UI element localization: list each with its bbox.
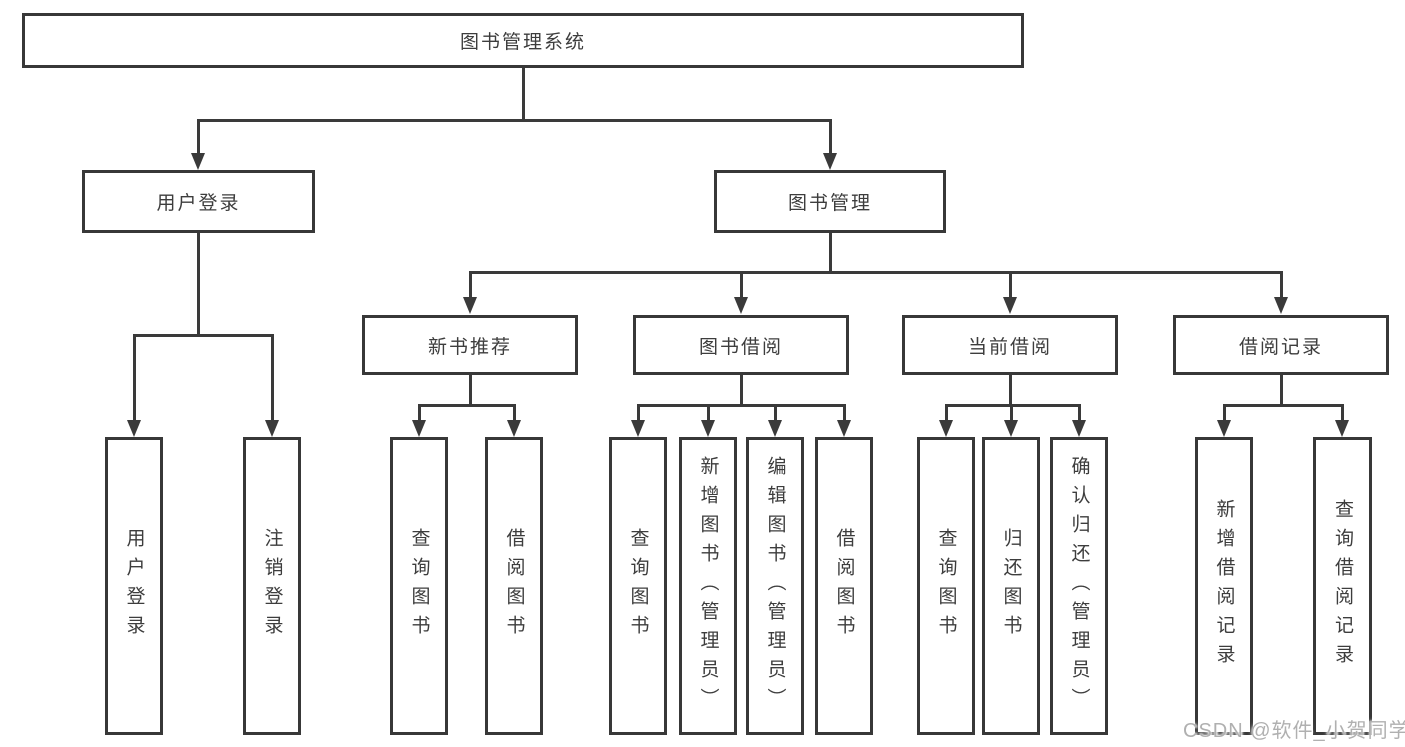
connector-leaf-stem <box>1009 405 1013 422</box>
arrow-to-leaf-add-book <box>701 420 715 437</box>
connector-leaf-stem <box>512 405 516 422</box>
leaf-newbook-borrow-books: 借阅图书 <box>485 437 543 735</box>
arrow-to-leaf-query-books-1 <box>412 420 426 437</box>
connector-leaf-stem <box>132 335 136 422</box>
connector-bookborrow-bar <box>636 403 846 407</box>
connector-leaf-stem <box>417 405 421 422</box>
leaf-newbook-borrow-books-label: 借阅图书 <box>503 528 525 644</box>
leaf-logout: 注销登录 <box>243 437 301 735</box>
connector-userlogin-stem <box>196 120 200 155</box>
connector-level3-bar <box>468 270 1283 274</box>
arrow-to-leaf-borrow-books-2 <box>837 420 851 437</box>
node-new-book-recommend-label: 新书推荐 <box>427 336 512 358</box>
node-user-login-label: 用户登录 <box>156 193 241 214</box>
leaf-newbook-query-books: 查询图书 <box>390 437 448 735</box>
connector-level3-stem <box>1008 272 1012 299</box>
connector-bookmgmt-stem <box>828 120 832 155</box>
connector-level3-stem <box>468 272 472 299</box>
arrow-to-current-borrow <box>1003 297 1017 314</box>
connector-root-bar <box>196 118 832 122</box>
connector-bookmgmt-feeder <box>828 233 832 273</box>
leaf-borrow-query-books: 查询图书 <box>609 437 667 735</box>
leaf-current-query-books: 查询图书 <box>917 437 975 735</box>
leaf-return-books-label: 归还图书 <box>1000 528 1022 644</box>
node-root-system: 图书管理系统 <box>22 13 1024 68</box>
connector-leaf-stem <box>842 405 846 422</box>
connector-level3-stem <box>1279 272 1283 299</box>
connector-leaf-stem <box>1340 405 1344 422</box>
arrow-to-book-borrow <box>734 297 748 314</box>
leaf-query-borrow-record-label: 查询借阅记录 <box>1332 499 1353 673</box>
node-new-book-recommend: 新书推荐 <box>362 315 578 375</box>
leaf-borrow-borrow-books: 借阅图书 <box>815 437 873 735</box>
connector-leaf-stem <box>1222 405 1226 422</box>
node-current-borrow-label: 当前借阅 <box>967 336 1052 358</box>
connector-leaf-stem <box>706 405 710 422</box>
arrow-to-new-book-recommend <box>463 297 477 314</box>
leaf-confirm-return-admin-label: 确认归还（管理员） <box>1068 455 1090 717</box>
arrow-to-leaf-logout <box>265 420 279 437</box>
arrow-to-borrow-records <box>1274 297 1288 314</box>
connector-borrowrecords-bar <box>1222 403 1344 407</box>
connector-borrowrecords-feeder <box>1279 375 1283 406</box>
leaf-current-query-books-label: 查询图书 <box>935 528 957 644</box>
leaf-user-login: 用户登录 <box>105 437 163 735</box>
connector-leaf-stem <box>270 335 274 422</box>
leaf-user-login-label: 用户登录 <box>123 528 145 644</box>
arrow-to-leaf-query-books-2 <box>631 420 645 437</box>
connector-leaf-stem <box>773 405 777 422</box>
connector-root-stem <box>521 68 525 120</box>
arrow-to-leaf-confirm-return <box>1072 420 1086 437</box>
leaf-query-borrow-record: 查询借阅记录 <box>1313 437 1372 735</box>
node-borrow-records: 借阅记录 <box>1173 315 1389 375</box>
arrow-to-leaf-return-books <box>1004 420 1018 437</box>
leaf-borrow-query-books-label: 查询图书 <box>627 528 649 644</box>
connector-leaf-stem <box>944 405 948 422</box>
connector-leaf-stem <box>636 405 640 422</box>
leaf-return-books: 归还图书 <box>982 437 1040 735</box>
leaf-newbook-query-books-label: 查询图书 <box>408 528 430 644</box>
connector-newbook-feeder <box>468 375 472 406</box>
arrow-to-leaf-user-login <box>127 420 141 437</box>
node-book-borrow-label: 图书借阅 <box>698 336 783 358</box>
leaf-add-borrow-record: 新增借阅记录 <box>1195 437 1253 735</box>
node-book-management-label: 图书管理 <box>787 193 872 214</box>
arrow-to-book-management <box>823 153 837 170</box>
node-book-management: 图书管理 <box>714 170 946 233</box>
connector-leaf-stem <box>1077 405 1081 422</box>
leaf-edit-book-admin: 编辑图书（管理员） <box>746 437 804 735</box>
connector-currentborrow-feeder <box>1008 375 1012 406</box>
connector-currentborrow-bar <box>944 403 1081 407</box>
leaf-logout-label: 注销登录 <box>261 528 283 644</box>
csdn-watermark: CSDN @软件_小贺同学 <box>1183 720 1405 742</box>
connector-newbook-bar <box>417 403 516 407</box>
leaf-add-book-admin-label: 新增图书（管理员） <box>697 455 719 717</box>
leaf-add-book-admin: 新增图书（管理员） <box>679 437 737 735</box>
leaf-borrow-borrow-books-label: 借阅图书 <box>833 528 855 644</box>
leaf-confirm-return-admin: 确认归还（管理员） <box>1050 437 1108 735</box>
arrow-to-leaf-edit-book <box>768 420 782 437</box>
node-user-login: 用户登录 <box>82 170 315 233</box>
connector-level3-stem <box>739 272 743 299</box>
node-current-borrow: 当前借阅 <box>902 315 1118 375</box>
connector-userlogin-feeder <box>196 233 200 336</box>
leaf-edit-book-admin-label: 编辑图书（管理员） <box>764 455 786 717</box>
node-book-borrow: 图书借阅 <box>633 315 849 375</box>
leaf-add-borrow-record-label: 新增借阅记录 <box>1213 499 1235 673</box>
arrow-to-user-login <box>191 153 205 170</box>
arrow-to-leaf-query-record <box>1335 420 1349 437</box>
node-borrow-records-label: 借阅记录 <box>1238 336 1323 358</box>
connector-bookborrow-feeder <box>739 375 743 406</box>
connector-userlogin-bar <box>132 333 274 337</box>
arrow-to-leaf-query-books-3 <box>939 420 953 437</box>
node-root-label: 图书管理系统 <box>459 32 586 53</box>
arrow-to-leaf-add-record <box>1217 420 1231 437</box>
arrow-to-leaf-borrow-books-1 <box>507 420 521 437</box>
